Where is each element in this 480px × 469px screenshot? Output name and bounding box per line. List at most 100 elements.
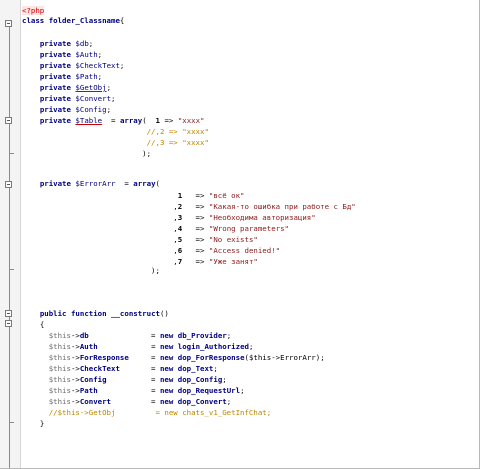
object-arrow: -> xyxy=(70,342,80,351)
semicolon: ; xyxy=(88,39,94,48)
item-value: "Wrong parameters" xyxy=(208,224,289,233)
new-keyword: new xyxy=(159,353,174,362)
class-name: dop_ForResponse xyxy=(177,353,245,362)
call-args: ($this->ErrorArr) xyxy=(244,353,321,362)
fold-toggle-icon[interactable] xyxy=(5,320,12,327)
fold-toggle-icon[interactable] xyxy=(5,181,12,188)
item-prefix: , xyxy=(173,202,178,211)
item-key: 2 xyxy=(177,202,183,211)
property-name: Auth xyxy=(79,342,98,351)
fold-guide-line xyxy=(9,27,10,468)
fold-gutter xyxy=(0,0,21,468)
code-line-close-brace: } xyxy=(22,419,44,429)
property-name: Convert xyxy=(79,397,112,406)
fold-toggle-icon[interactable] xyxy=(5,310,12,317)
class-name: login_Authorized xyxy=(177,342,249,351)
code-line-error-item: 1 => "всё ок" xyxy=(22,191,245,201)
double-arrow: => xyxy=(182,224,209,233)
item-key: 1 xyxy=(177,191,183,200)
code-line-class: class folder_Classname{ xyxy=(22,16,124,26)
code-line-property: private $db; xyxy=(22,39,93,49)
code-line-assignment: $this->db = new db_Provider; xyxy=(22,331,231,341)
code-line-error-item: ,4 => "Wrong parameters" xyxy=(22,224,289,234)
object-arrow: -> xyxy=(70,353,80,362)
double-arrow: => xyxy=(182,213,209,222)
semicolon: ; xyxy=(226,397,232,406)
semicolon: ; xyxy=(240,386,245,395)
double-arrow: => xyxy=(160,116,178,125)
this-var: $this xyxy=(48,353,71,362)
code-line-comment: //,3 => "xxxx" xyxy=(22,138,209,148)
code-line-php-tag: <?php xyxy=(22,6,45,16)
semicolon: ; xyxy=(222,375,227,384)
semicolon: ; xyxy=(213,364,218,373)
property-name: ForResponse xyxy=(79,353,129,362)
private-keyword: private xyxy=(39,61,71,70)
semicolon: ; xyxy=(106,105,112,114)
code-line-property: private $Convert; xyxy=(22,94,116,104)
this-var: $this xyxy=(48,375,71,384)
object-arrow: -> xyxy=(70,364,80,373)
open-paren: ( xyxy=(142,116,156,125)
code-line-table-array: private $Table = array( 1 => "xxxx" xyxy=(22,116,205,126)
private-keyword: private xyxy=(39,116,71,125)
code-line-assignment: $this->Path = new dop_RequestUrl; xyxy=(22,386,245,396)
code-line-assignment: $this->Convert = new dop_Convert; xyxy=(22,397,231,407)
object-arrow: -> xyxy=(70,397,80,406)
assign-operator: = xyxy=(97,386,160,395)
comment-text: //$this->GetObj = new chats_v1_GetInfCha… xyxy=(48,408,272,417)
assign-operator: = xyxy=(119,364,160,373)
code-line-error-item: ,7 => "Уже занят" xyxy=(22,257,258,267)
assign-operator: = xyxy=(128,353,160,362)
code-line-assignment: $this->ForResponse = new dop_ForResponse… xyxy=(22,353,325,363)
fold-end-marker xyxy=(9,422,14,423)
object-arrow: -> xyxy=(70,375,80,384)
property-name: CheckText xyxy=(79,364,120,373)
code-line-close: ); xyxy=(22,149,151,159)
property-var: $GetObj xyxy=(75,83,107,92)
item-prefix: , xyxy=(173,257,178,266)
property-var: $Path xyxy=(75,72,98,81)
function-parens: () xyxy=(159,309,169,318)
item-value: "Необходима авторизация" xyxy=(208,213,316,222)
property-var: $db xyxy=(75,39,89,48)
code-line-property: private $CheckText; xyxy=(22,61,125,71)
property-var: $ErrorArr xyxy=(75,179,116,188)
code-line-assignment: $this->Config = new dop_Config; xyxy=(22,375,227,385)
private-keyword: private xyxy=(39,94,71,103)
array-keyword: array xyxy=(119,116,143,125)
private-keyword: private xyxy=(39,50,71,59)
new-keyword: new xyxy=(159,342,174,351)
this-var: $this xyxy=(48,342,71,351)
class-name: folder_Classname xyxy=(48,16,120,25)
assign-operator: = xyxy=(115,179,134,188)
open-brace: { xyxy=(39,320,45,329)
assign-operator: = xyxy=(88,331,160,340)
item-prefix: , xyxy=(173,235,178,244)
fold-toggle-icon[interactable] xyxy=(5,20,12,27)
private-keyword: private xyxy=(39,39,71,48)
private-keyword: private xyxy=(39,105,71,114)
function-name: __construct xyxy=(111,309,160,318)
code-line-open-brace: { xyxy=(22,320,44,330)
array-value: "xxxx" xyxy=(177,116,205,125)
function-keyword: function xyxy=(70,309,107,318)
property-name: Path xyxy=(79,386,98,395)
code-line-property: private $Config; xyxy=(22,105,111,115)
item-key: 3 xyxy=(177,213,183,222)
item-key: 6 xyxy=(177,246,183,255)
item-prefix: , xyxy=(173,213,178,222)
class-name: db_Provider xyxy=(177,331,227,340)
property-var: $Table xyxy=(75,116,103,125)
code-line-assignment: $this->Auth = new login_Authorized; xyxy=(22,342,254,352)
fold-toggle-icon[interactable] xyxy=(5,117,12,124)
code-line-error-item: ,6 => "Access denied!" xyxy=(22,246,280,256)
item-key: 7 xyxy=(177,257,183,266)
double-arrow: => xyxy=(182,191,209,200)
code-line-close: ); xyxy=(22,266,160,276)
item-value: "No exists" xyxy=(208,235,258,244)
code-line-construct: public function __construct() xyxy=(22,309,169,319)
code-line-property: private $Auth; xyxy=(22,50,102,60)
